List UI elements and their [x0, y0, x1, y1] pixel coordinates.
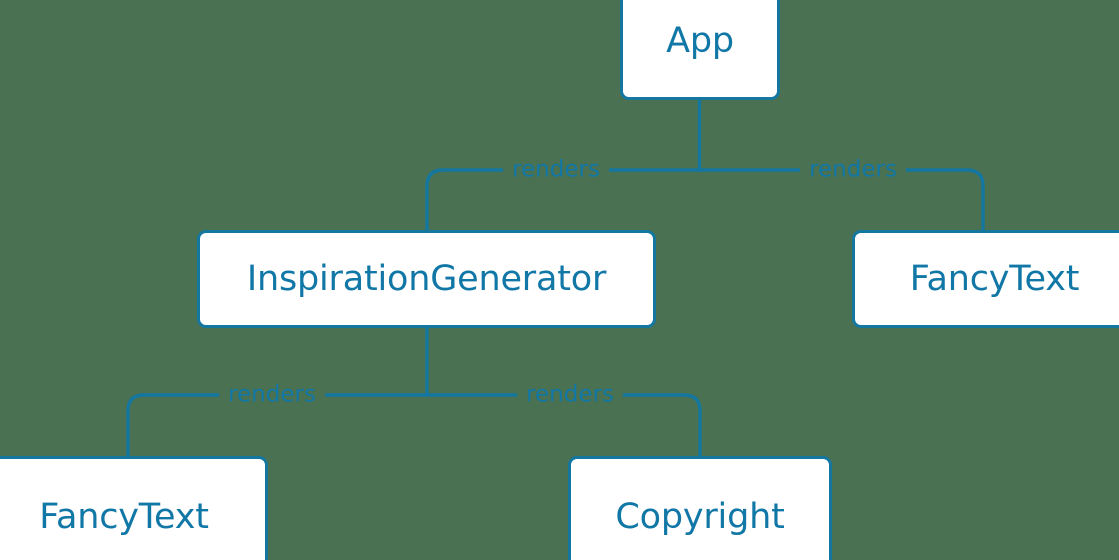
edge-app-to-fancytext	[697, 168, 985, 232]
node-fancytext-top[interactable]: FancyText	[852, 230, 1119, 328]
edge-label-gap-mask	[503, 152, 609, 188]
node-inspiration-generator[interactable]: InspirationGenerator	[197, 230, 656, 328]
node-fancytext-bottom[interactable]: FancyText	[0, 456, 268, 560]
node-fancytext-bottom-label: FancyText	[39, 496, 209, 537]
edge-label-inspiration-generator-to-copyright: renders	[526, 381, 614, 408]
edge-label-gap-mask	[517, 377, 623, 413]
edge-inspiration-to-copyright	[425, 393, 702, 458]
node-app[interactable]: App	[620, 0, 780, 100]
node-copyright[interactable]: Copyright	[568, 456, 832, 560]
edge-app-to-inspiration	[425, 168, 702, 232]
node-fancytext-top-label: FancyText	[909, 258, 1080, 299]
node-copyright-label: Copyright	[615, 496, 785, 537]
edge-inspiration-to-fancytext	[126, 393, 429, 458]
node-app-label: App	[666, 20, 734, 61]
edge-label-app-to-inspiration-generator: renders	[512, 156, 600, 183]
edge-label-app-to-fancytext: renders	[809, 156, 897, 183]
node-inspiration-generator-label: InspirationGenerator	[246, 258, 607, 299]
edge-label-gap-mask	[219, 377, 325, 413]
edge-label-gap-mask	[800, 152, 906, 188]
edge-label-inspiration-generator-to-fancytext: renders	[228, 381, 316, 408]
